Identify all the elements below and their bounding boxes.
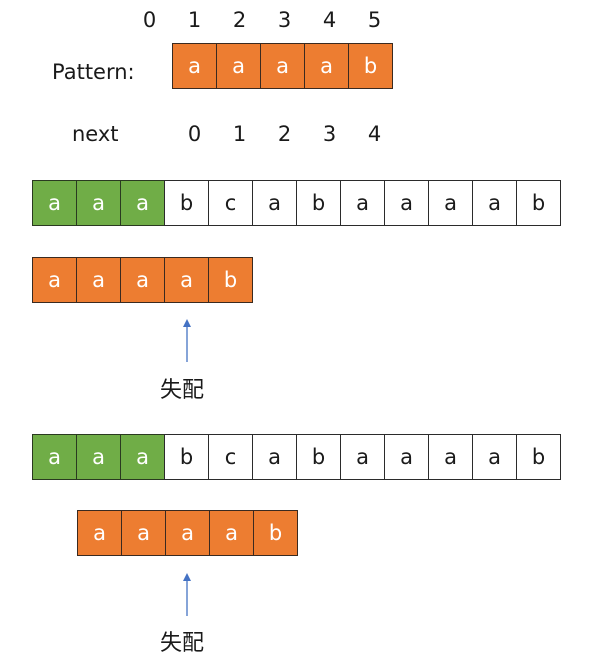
pattern-cell-1: a <box>121 510 166 556</box>
text-cell-4: c <box>208 180 253 226</box>
mismatch-note-2: 失配 <box>160 631 205 656</box>
text-cell-0: a <box>32 180 77 226</box>
mismatch-arrow-1 <box>183 319 191 362</box>
pattern-cell-2: a <box>120 257 165 303</box>
text-cell-1: a <box>76 180 121 226</box>
next-value-2: 2 <box>277 122 292 146</box>
text-cell-10: a <box>472 180 517 226</box>
pattern-label: Pattern: <box>52 60 135 84</box>
pattern-index-5: 5 <box>367 8 382 32</box>
pattern-cell-2: a <box>260 43 305 89</box>
next-label: next <box>72 122 119 146</box>
next-value-0: 0 <box>187 122 202 146</box>
pattern-cell-4: b <box>253 510 298 556</box>
mismatch-note-1: 失配 <box>160 378 205 403</box>
pattern-cell-3: a <box>209 510 254 556</box>
pattern-cell-4: b <box>208 257 253 303</box>
pattern-cell-2: a <box>165 510 210 556</box>
mismatch-arrow-2 <box>183 573 191 616</box>
text-cell-11: b <box>516 180 561 226</box>
pattern-cell-1: a <box>216 43 261 89</box>
text-cell-3: b <box>164 180 209 226</box>
text-cell-0: a <box>32 434 77 480</box>
pattern-index-3: 3 <box>277 8 292 32</box>
text-cell-4: c <box>208 434 253 480</box>
text-cell-6: b <box>296 434 341 480</box>
pattern-index-2: 2 <box>232 8 247 32</box>
text-cell-3: b <box>164 434 209 480</box>
text-cell-7: a <box>340 180 385 226</box>
text-cell-2: a <box>120 180 165 226</box>
next-value-4: 4 <box>367 122 382 146</box>
text-cell-6: b <box>296 180 341 226</box>
text-cell-7: a <box>340 434 385 480</box>
text-cell-8: a <box>384 434 429 480</box>
pattern-cell-4: b <box>348 43 393 89</box>
pattern-index-0: 0 <box>142 8 157 32</box>
pattern-cell-1: a <box>76 257 121 303</box>
text-cell-9: a <box>428 180 473 226</box>
text-cell-1: a <box>76 434 121 480</box>
pattern-cell-3: a <box>164 257 209 303</box>
pattern-cell-0: a <box>77 510 122 556</box>
pattern-index-1: 1 <box>187 8 202 32</box>
next-value-3: 3 <box>322 122 337 146</box>
pattern-cell-0: a <box>32 257 77 303</box>
text-cell-9: a <box>428 434 473 480</box>
pattern-index-4: 4 <box>322 8 337 32</box>
text-cell-11: b <box>516 434 561 480</box>
text-cell-5: a <box>252 180 297 226</box>
text-cell-2: a <box>120 434 165 480</box>
pattern-cell-3: a <box>304 43 349 89</box>
text-cell-10: a <box>472 434 517 480</box>
next-value-1: 1 <box>232 122 247 146</box>
pattern-cell-0: a <box>172 43 217 89</box>
text-cell-5: a <box>252 434 297 480</box>
text-cell-8: a <box>384 180 429 226</box>
